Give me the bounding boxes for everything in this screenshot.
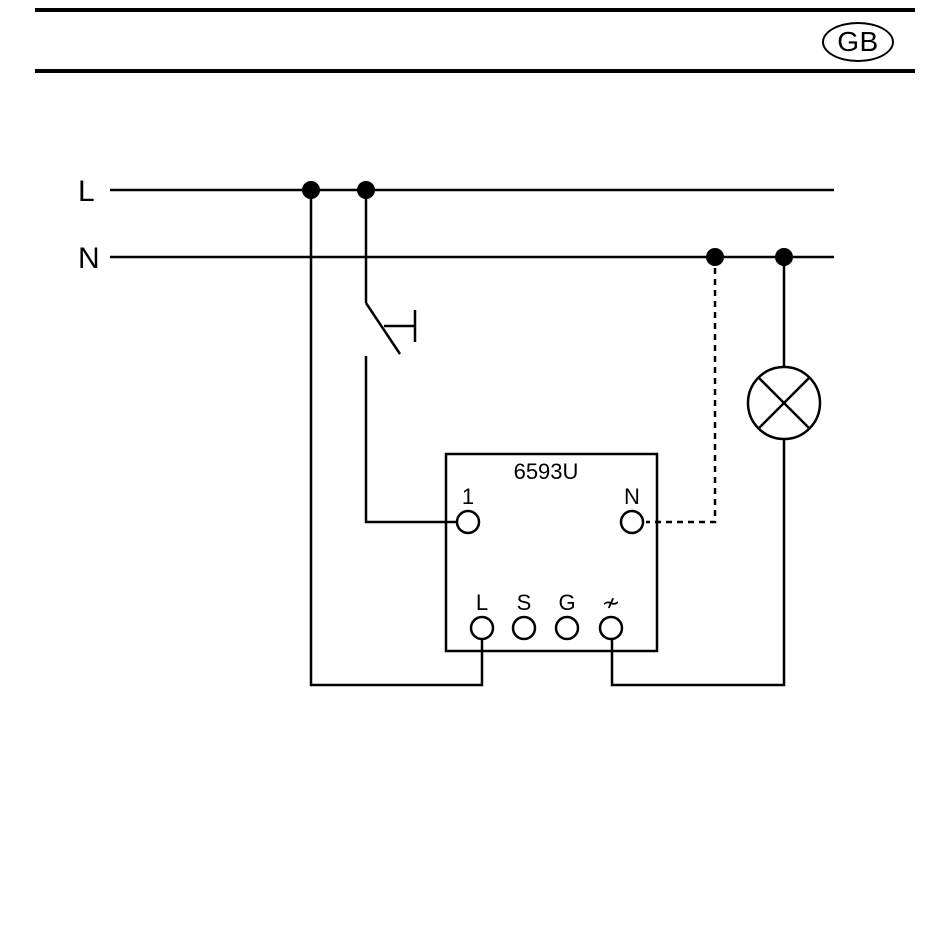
terminal-n (621, 511, 643, 533)
terminal-n-label: N (624, 484, 640, 509)
terminal-load-label: ≁ (602, 590, 620, 615)
line-rail-label: L (78, 175, 95, 208)
terminal-l (471, 617, 493, 639)
junction-dot (357, 181, 375, 199)
terminal-l-label: L (476, 590, 488, 615)
load-wire (612, 439, 784, 685)
lamp-icon (748, 367, 820, 439)
device-model-label: 6593U (514, 459, 579, 484)
terminal-g-label: G (558, 590, 575, 615)
line-feed-wire (311, 190, 482, 685)
terminal-s-label: S (517, 590, 532, 615)
junction-dot (775, 248, 793, 266)
junction-dot (302, 181, 320, 199)
junction-dot (706, 248, 724, 266)
terminal-1 (457, 511, 479, 533)
terminal-1-label: 1 (462, 484, 474, 509)
terminal-g (556, 617, 578, 639)
terminal-s (513, 617, 535, 639)
switch-output-wire (366, 356, 456, 522)
push-button-switch-icon (366, 303, 415, 354)
terminal-load (600, 617, 622, 639)
neutral-rail-label: N (78, 242, 100, 275)
